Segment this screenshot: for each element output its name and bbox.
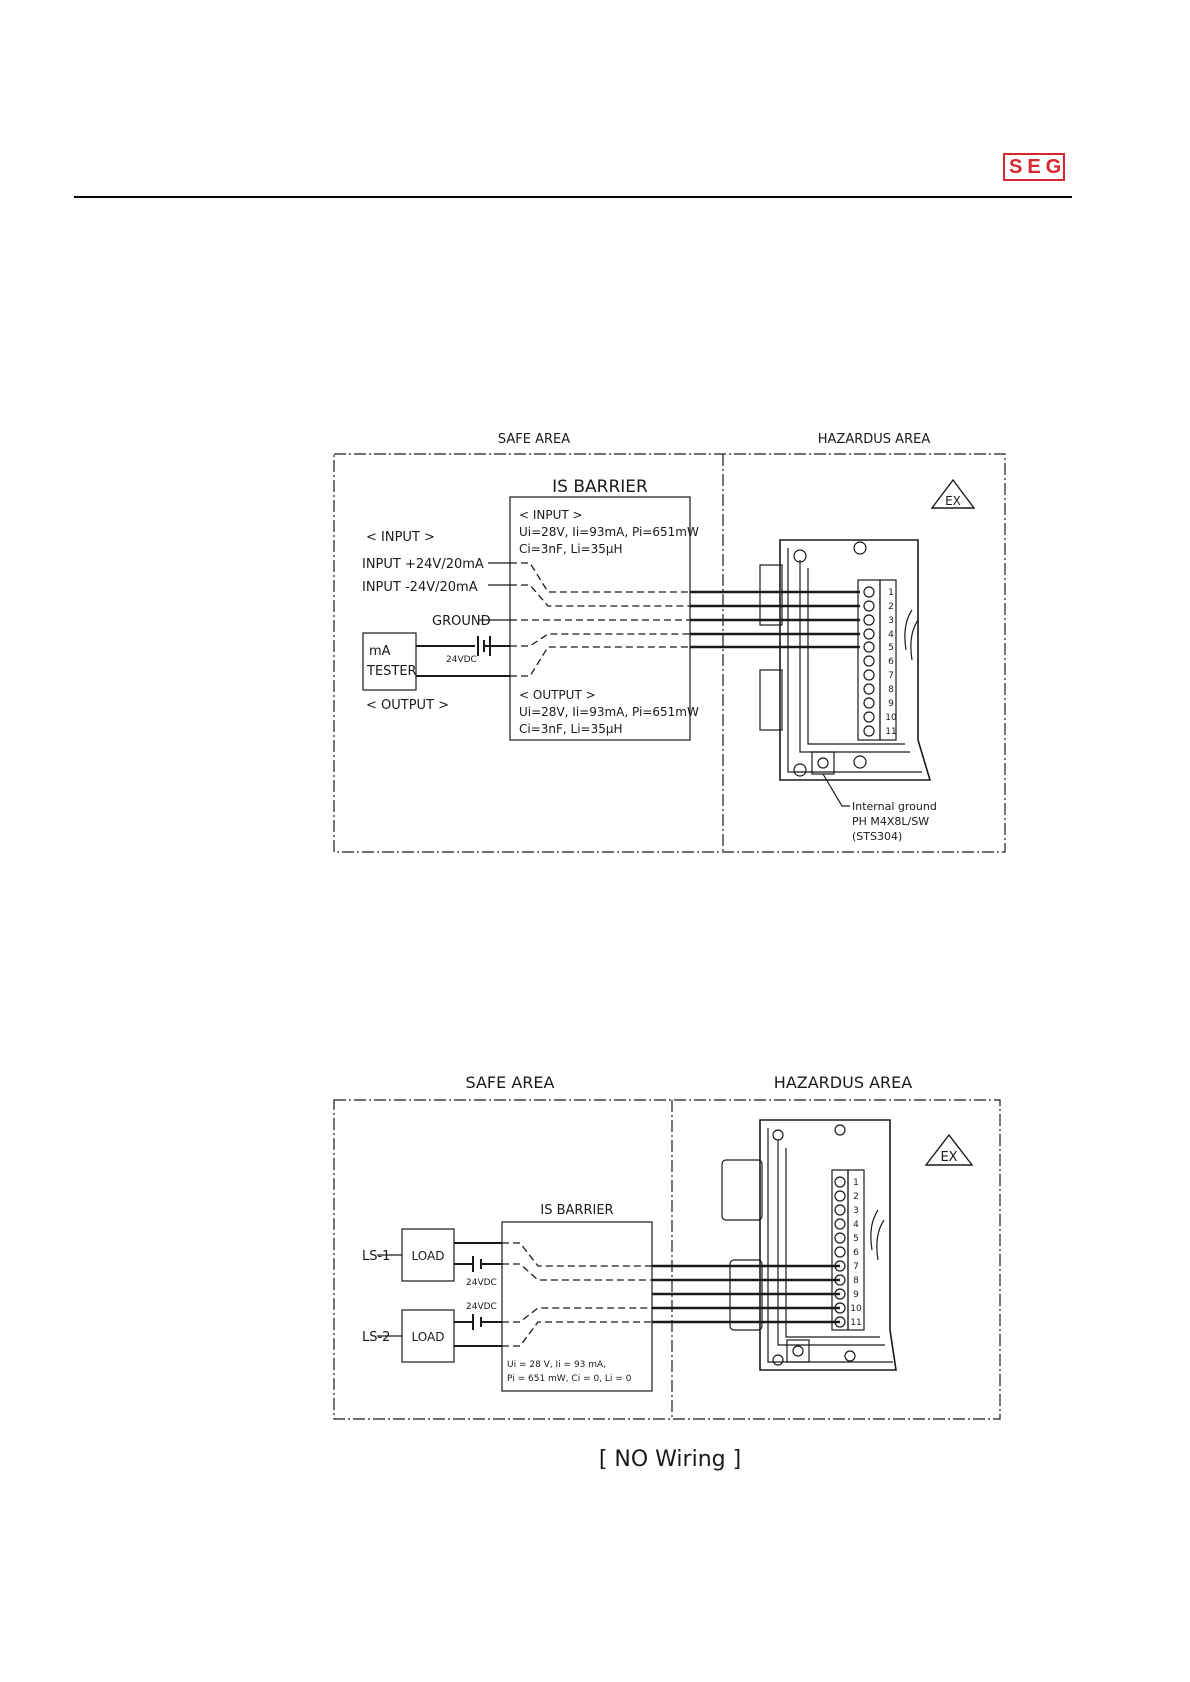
safe-area-label-2: SAFE AREA [466, 1073, 555, 1092]
svg-text:11: 11 [850, 1318, 861, 1328]
svg-text:10: 10 [850, 1304, 862, 1314]
svg-text:8: 8 [853, 1276, 859, 1286]
is-barrier-box-2 [501, 1221, 653, 1392]
is-barrier-box-1 [509, 496, 691, 741]
supply2-label-2: 24VDC [466, 1302, 497, 1312]
ground-note-line3: (STS304) [852, 830, 902, 843]
supply-label-1: 24VDC [446, 655, 477, 665]
svg-text:5: 5 [853, 1234, 859, 1244]
hazardous-area-label-2: HAZARDUS AREA [774, 1073, 912, 1092]
barrier2-line1: Ui = 28 V, Ii = 93 mA, [507, 1360, 606, 1370]
tester-label-1: mA [369, 644, 391, 659]
ground-note-line1: Internal ground [852, 800, 937, 813]
terminal-numbers-1: 1 2 3 4 5 6 7 8 9 10 11 [885, 588, 897, 737]
area-frame-1 [333, 453, 1006, 853]
ex-triangle-2 [924, 1133, 974, 1166]
input-plus-label: INPUT +24V/20mA [362, 557, 484, 572]
barrier-output-line1: Ui=28V, Ii=93mA, Pi=651mW [519, 705, 699, 719]
svg-text:11: 11 [885, 727, 896, 737]
svg-text:4: 4 [888, 630, 894, 640]
load2-label: LOAD [412, 1330, 445, 1344]
area-frame-2 [333, 1099, 1001, 1420]
is-barrier-title-1: IS BARRIER [552, 477, 648, 497]
caption: [ NO Wiring ] [599, 1447, 741, 1472]
ex-triangle-1 [930, 478, 976, 509]
barrier-output-line2: Ci=3nF, Li=35µH [519, 722, 623, 736]
diagram-2 [333, 1099, 1001, 1420]
barrier-input-line2: Ci=3nF, Li=35µH [519, 542, 623, 556]
supply2-label-1: 24VDC [466, 1278, 497, 1288]
svg-text:8: 8 [888, 685, 894, 695]
svg-text:2: 2 [888, 602, 894, 612]
output-heading: < OUTPUT > [366, 698, 449, 713]
ls2-label: LS-2 [362, 1330, 390, 1345]
svg-text:9: 9 [853, 1290, 859, 1300]
diagram-1 [333, 453, 1006, 853]
is-barrier-title-2: IS BARRIER [540, 1203, 613, 1218]
enclosure-1 [759, 539, 932, 807]
svg-text:4: 4 [853, 1220, 859, 1230]
hazardous-area-label-1: HAZARDUS AREA [818, 432, 931, 447]
ls1-label: LS-1 [362, 1249, 390, 1264]
ma-tester-box [362, 632, 417, 691]
seg-logo: SEG [1003, 153, 1065, 181]
svg-text:9: 9 [888, 699, 894, 709]
svg-text:5: 5 [888, 643, 894, 653]
svg-text:7: 7 [853, 1262, 859, 1272]
load1-label: LOAD [412, 1249, 445, 1263]
terminal-numbers-2: 1 2 3 4 5 6 7 8 9 10 11 [850, 1178, 862, 1328]
barrier2-line2: Pi = 651 mW, Ci = 0, Li = 0 [507, 1374, 632, 1384]
tester-label-2: TESTER [366, 664, 417, 679]
svg-text:1: 1 [853, 1178, 859, 1188]
safe-area-label-1: SAFE AREA [498, 432, 570, 447]
svg-text:2: 2 [853, 1192, 859, 1202]
svg-text:7: 7 [888, 671, 894, 681]
barrier-output-heading: < OUTPUT > [519, 688, 596, 702]
ground-note-line2: PH M4X8L/SW [852, 815, 929, 828]
ex-mark-2: EX [940, 1150, 957, 1165]
ex-mark-1: EX [945, 494, 961, 508]
header-rule [74, 196, 1072, 198]
barrier-input-heading: < INPUT > [519, 508, 583, 522]
svg-text:3: 3 [888, 616, 894, 626]
enclosure-2 [721, 1119, 897, 1371]
svg-text:6: 6 [888, 657, 894, 667]
barrier-input-line1: Ui=28V, Ii=93mA, Pi=651mW [519, 525, 699, 539]
svg-text:6: 6 [853, 1248, 859, 1258]
svg-text:10: 10 [885, 713, 897, 723]
svg-text:1: 1 [888, 588, 894, 598]
svg-text:3: 3 [853, 1206, 859, 1216]
ground-label: GROUND [432, 614, 491, 629]
input-minus-label: INPUT -24V/20mA [362, 580, 478, 595]
input-heading: < INPUT > [366, 530, 435, 545]
